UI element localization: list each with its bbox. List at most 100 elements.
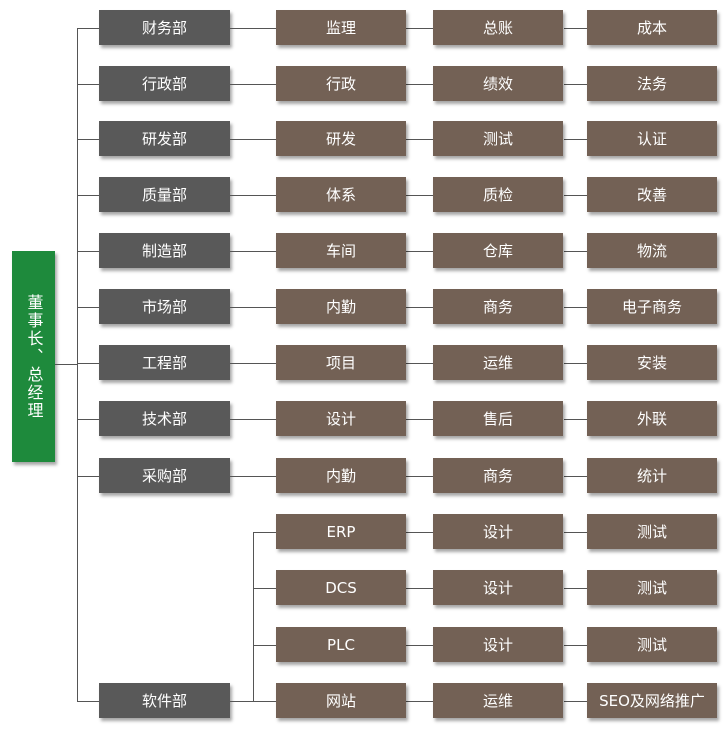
sub-connector xyxy=(406,588,433,589)
sub-node: 商务 xyxy=(433,458,563,493)
department-sub-connector xyxy=(230,251,276,252)
sub-node: 监理 xyxy=(276,10,406,45)
department-connector xyxy=(77,84,99,85)
department-node: 行政部 xyxy=(99,66,230,101)
sub-node: 项目 xyxy=(276,345,406,380)
department-node: 技术部 xyxy=(99,401,230,436)
sub-node: 运维 xyxy=(433,345,563,380)
sub-node: 车间 xyxy=(276,233,406,268)
sub-connector xyxy=(564,588,587,589)
sub-node: 仓库 xyxy=(433,233,563,268)
sub-connector xyxy=(564,139,587,140)
sub-connector xyxy=(564,195,587,196)
branch-connector xyxy=(253,532,276,533)
department-sub-connector xyxy=(230,363,276,364)
department-node: 质量部 xyxy=(99,177,230,212)
sub-node: 设计 xyxy=(433,514,563,549)
sub-node: 改善 xyxy=(587,177,717,212)
sub-connector xyxy=(406,701,433,702)
sub-node: 物流 xyxy=(587,233,717,268)
branch-connector xyxy=(253,701,276,702)
department-node: 软件部 xyxy=(99,683,230,718)
sub-connector xyxy=(564,251,587,252)
sub-node: 网站 xyxy=(276,683,406,718)
sub-node: 测试 xyxy=(433,121,563,156)
sub-node: 设计 xyxy=(433,570,563,605)
sub-node: 法务 xyxy=(587,66,717,101)
department-sub-connector xyxy=(230,419,276,420)
sub-connector xyxy=(406,419,433,420)
department-connector xyxy=(77,251,99,252)
sub-node: 体系 xyxy=(276,177,406,212)
sub-connector xyxy=(564,363,587,364)
department-node: 财务部 xyxy=(99,10,230,45)
sub-connector xyxy=(406,139,433,140)
department-connector xyxy=(77,307,99,308)
sub-connector xyxy=(406,195,433,196)
sub-node: 成本 xyxy=(587,10,717,45)
sub-node: 测试 xyxy=(587,514,717,549)
sub-node: 运维 xyxy=(433,683,563,718)
sub-node: ERP xyxy=(276,514,406,549)
root-connector xyxy=(55,364,77,365)
sub-connector xyxy=(406,84,433,85)
sub-node: 测试 xyxy=(587,570,717,605)
department-connector xyxy=(77,363,99,364)
sub-connector xyxy=(564,532,587,533)
branch-connector xyxy=(253,645,276,646)
department-connector xyxy=(77,195,99,196)
sub-node: 测试 xyxy=(587,627,717,662)
sub-node: DCS xyxy=(276,570,406,605)
sub-connector xyxy=(564,419,587,420)
department-node: 工程部 xyxy=(99,345,230,380)
sub-node: 统计 xyxy=(587,458,717,493)
sub-connector xyxy=(406,363,433,364)
sub-node: 设计 xyxy=(276,401,406,436)
department-sub-connector xyxy=(230,195,276,196)
department-sub-connector xyxy=(230,139,276,140)
sub-node: 研发 xyxy=(276,121,406,156)
department-connector xyxy=(77,701,99,702)
branch-trunk xyxy=(253,532,254,702)
root-node: 董事长、总经理 xyxy=(12,251,55,462)
sub-node: 售后 xyxy=(433,401,563,436)
department-node: 采购部 xyxy=(99,458,230,493)
sub-node: 外联 xyxy=(587,401,717,436)
department-sub-connector xyxy=(230,84,276,85)
department-sub-connector xyxy=(230,307,276,308)
sub-connector xyxy=(564,28,587,29)
sub-connector xyxy=(406,476,433,477)
sub-node: 总账 xyxy=(433,10,563,45)
sub-connector xyxy=(406,645,433,646)
sub-connector xyxy=(406,307,433,308)
department-node: 制造部 xyxy=(99,233,230,268)
department-node: 研发部 xyxy=(99,121,230,156)
department-connector xyxy=(77,28,99,29)
department-connector xyxy=(77,419,99,420)
branch-connector xyxy=(253,588,276,589)
department-connector xyxy=(77,476,99,477)
department-sub-connector xyxy=(230,476,276,477)
sub-connector xyxy=(564,701,587,702)
main-trunk xyxy=(77,28,78,702)
sub-node: 电子商务 xyxy=(587,289,717,324)
sub-node: 设计 xyxy=(433,627,563,662)
sub-node: 商务 xyxy=(433,289,563,324)
department-sub-connector xyxy=(230,28,276,29)
sub-node: 行政 xyxy=(276,66,406,101)
sub-connector xyxy=(406,532,433,533)
department-connector xyxy=(77,139,99,140)
sub-node: SEO及网络推广 xyxy=(587,683,717,718)
sub-connector xyxy=(406,28,433,29)
sub-node: 内勤 xyxy=(276,458,406,493)
sub-connector xyxy=(564,84,587,85)
sub-connector xyxy=(564,307,587,308)
department-sub-connector xyxy=(230,701,253,702)
sub-connector xyxy=(406,251,433,252)
department-node: 市场部 xyxy=(99,289,230,324)
sub-node: 绩效 xyxy=(433,66,563,101)
sub-connector xyxy=(564,476,587,477)
sub-connector xyxy=(564,645,587,646)
sub-node: 内勤 xyxy=(276,289,406,324)
sub-node: 质检 xyxy=(433,177,563,212)
